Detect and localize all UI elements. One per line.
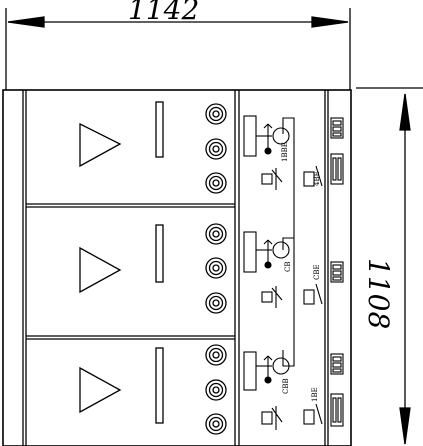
right-dimension [356, 87, 423, 445]
schematic-block-3 [243, 351, 323, 430]
triangle-indicator-3 [79, 366, 122, 414]
handle-slot-2 [155, 224, 164, 283]
schematic-block-1 [243, 115, 323, 190]
panel-2-label-a: CB [284, 261, 292, 273]
panel-1 [79, 101, 227, 194]
triangle-indicator-2 [79, 246, 122, 294]
schematic-bus [282, 117, 295, 367]
handle-slot-1 [155, 101, 164, 158]
knob-group-2 [205, 223, 227, 314]
panel-2 [79, 223, 227, 314]
top-dimension [5, 8, 351, 90]
panel-3-label-b: 1BE [311, 387, 319, 402]
knob-group-1 [205, 103, 227, 194]
handle-slot-3 [155, 347, 164, 424]
width-dimension-label: 1142 [128, 0, 200, 26]
panel-2-label-b: CBE [313, 264, 321, 280]
terminal-column [330, 117, 344, 427]
panel-3 [79, 344, 227, 435]
triangle-indicator-1 [79, 122, 122, 168]
height-dimension-label: 1108 [362, 258, 395, 330]
panel-1-label-b: 4BE [313, 171, 321, 186]
cabinet-frame [2, 89, 352, 446]
schematic-block-2 [243, 231, 323, 308]
panel-3-label-a: CBB [282, 378, 290, 394]
panel-1-label-a: 1BBE [281, 142, 289, 162]
knob-group-3 [205, 344, 227, 435]
